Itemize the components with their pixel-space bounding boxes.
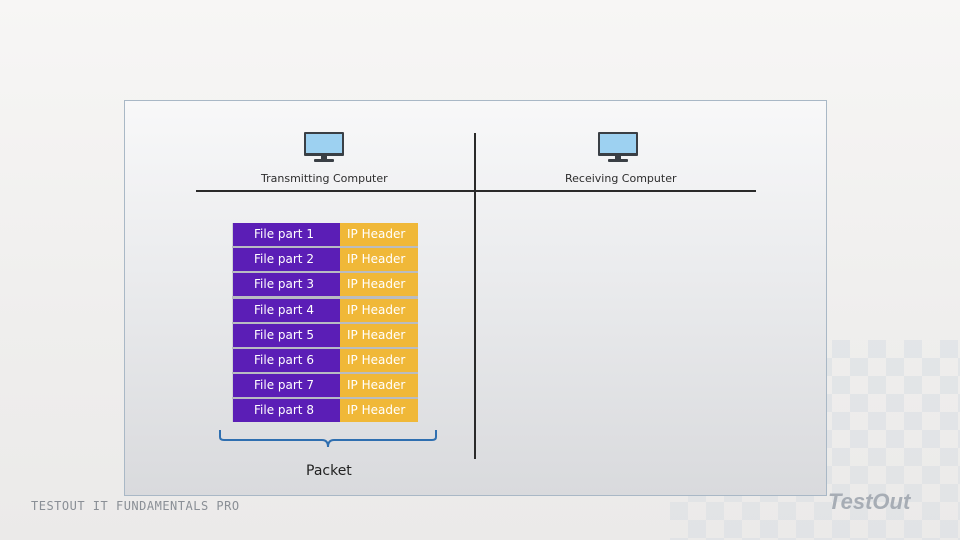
diagram-panel: Transmitting Computer Receiving Computer… (124, 100, 827, 496)
packet-label: Packet (306, 463, 352, 479)
file-part-cell: File part 2 (232, 248, 340, 272)
packet-row: File part 6 IP Header (232, 348, 418, 372)
ip-header-cell: IP Header (340, 374, 418, 398)
transmitting-computer-label: Transmitting Computer (261, 172, 388, 185)
transmitting-computer-icon (304, 132, 344, 162)
ip-header-cell: IP Header (340, 273, 418, 297)
packet-brace-icon (219, 430, 437, 448)
file-part-cell: File part 7 (232, 374, 340, 398)
vertical-divider (474, 133, 476, 459)
testout-logo: TestOut (828, 489, 911, 514)
course-title: TESTOUT IT FUNDAMENTALS PRO (31, 499, 240, 513)
packet-row: File part 7 IP Header (232, 374, 418, 398)
file-part-cell: File part 6 (232, 348, 340, 372)
ip-header-cell: IP Header (340, 399, 418, 423)
ip-header-cell: IP Header (340, 348, 418, 372)
receiving-computer-icon (598, 132, 638, 162)
horizontal-divider (196, 190, 756, 192)
packet-stack: File part 1 IP Header File part 2 IP Hea… (232, 223, 418, 423)
packet-row: File part 8 IP Header (232, 399, 418, 423)
file-part-cell: File part 8 (232, 399, 340, 423)
packet-row: File part 3 IP Header (232, 273, 418, 297)
packet-row: File part 2 IP Header (232, 248, 418, 272)
ip-header-cell: IP Header (340, 323, 418, 347)
file-part-cell: File part 3 (232, 273, 340, 297)
file-part-cell: File part 1 (232, 223, 340, 246)
receiving-computer-label: Receiving Computer (565, 172, 677, 185)
packet-row: File part 1 IP Header (232, 223, 418, 246)
packet-row: File part 5 IP Header (232, 323, 418, 347)
ip-header-cell: IP Header (340, 223, 418, 246)
file-part-cell: File part 5 (232, 323, 340, 347)
packet-row: File part 4 IP Header (232, 298, 418, 322)
ip-header-cell: IP Header (340, 248, 418, 272)
file-part-cell: File part 4 (232, 298, 340, 322)
ip-header-cell: IP Header (340, 298, 418, 322)
